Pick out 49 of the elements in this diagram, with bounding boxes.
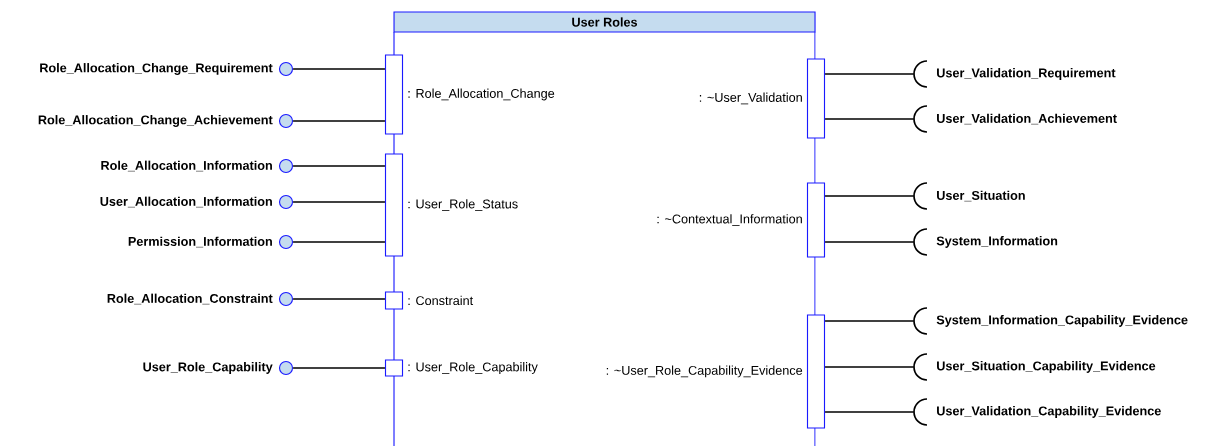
port-box [806,58,826,139]
interface-label: Permission_Information [128,236,272,248]
connector-line [824,195,915,197]
connector-line [824,320,915,322]
connector-line [824,366,915,368]
interface-label: User_Role_Capability [143,362,273,374]
interface-label: User_Situation [937,190,1025,202]
port-label: : ~Contextual_Information [657,214,802,226]
interface-label: Role_Allocation_Change_Requirement [40,63,273,75]
interface-label: System_Information_Capability_Evidence [936,315,1188,327]
connector-line [824,411,915,413]
required-interface-socket [913,182,928,210]
required-interface-socket [913,60,928,88]
port-box [384,153,404,257]
connector-line [824,73,915,75]
required-interface-socket [913,307,928,335]
port-box [384,54,404,135]
port-box [806,182,826,258]
connector-line [824,241,915,243]
connector-line [292,241,386,243]
port-label: : Role_Allocation_Change [408,88,555,101]
port-box [806,314,826,429]
connector-line [292,120,386,122]
connector-line [292,68,386,70]
port-label: : User_Role_Status [408,199,518,211]
required-interface-socket [913,105,928,133]
port-label: : ~User_Validation [699,92,802,105]
connector-line [292,367,386,369]
connector-line [824,118,915,120]
connector-line [292,201,386,203]
port-label: : Constraint [408,295,474,306]
interface-label: Role_Allocation_Constraint [107,293,273,305]
interface-label: System_Information [936,236,1058,248]
required-interface-socket [913,228,928,256]
interface-label: User_Validation_Requirement [937,68,1116,80]
interface-label: User_Allocation_Information [100,196,272,208]
required-interface-socket [913,398,928,426]
port-label: : User_Role_Capability [408,362,538,374]
port-label: : ~User_Role_Capability_Evidence [606,365,803,378]
interface-label: User_Situation_Capability_Evidence [937,361,1156,373]
interface-label: User_Validation_Capability_Evidence [937,406,1161,418]
interface-label: Role_Allocation_Change_Achievement [38,115,273,127]
connector-line [292,298,386,300]
port-box [384,359,404,377]
port-box [384,291,404,310]
required-interface-socket [913,353,928,381]
interface-label: Role_Allocation_Information [101,160,272,172]
interface-label: User_Validation_Achievement [937,113,1117,125]
connector-line [292,165,386,167]
